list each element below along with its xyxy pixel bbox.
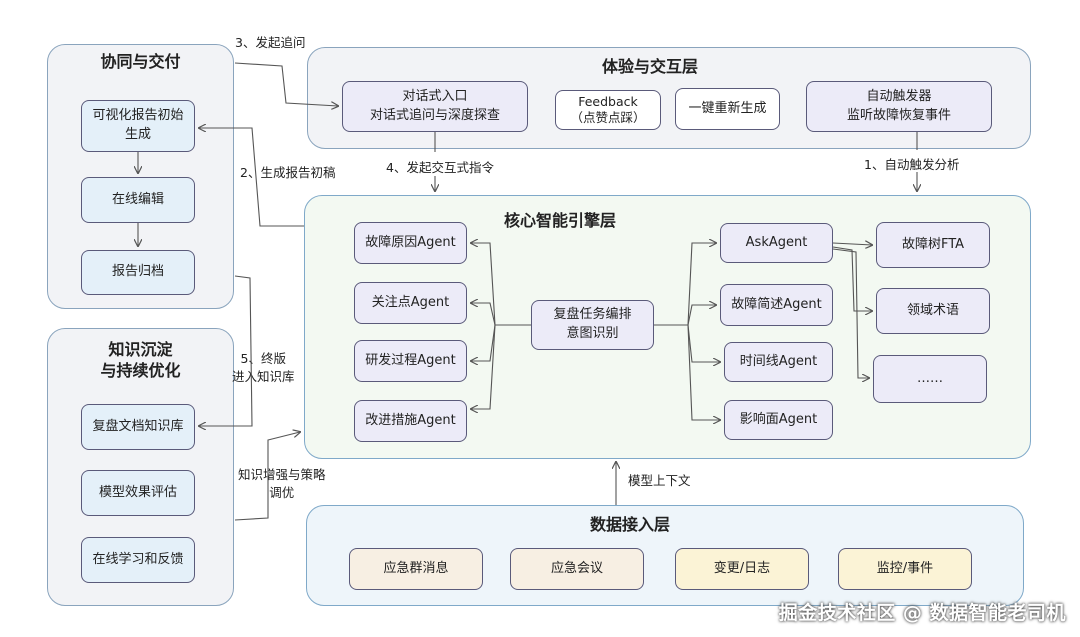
dialog-entry-box: 对话式入口 对话式追问与深度探查 xyxy=(342,81,528,132)
flow-step2-label: 2、生成报告初稿 xyxy=(240,165,336,180)
flow-step1-label: 1、自动触发分析 xyxy=(864,157,960,172)
feedback-box: Feedback （点赞点踩） xyxy=(555,90,661,130)
agent-improvement: 改进措施Agent xyxy=(354,400,467,442)
report-init-box: 可视化报告初始 生成 xyxy=(81,100,195,152)
tool-more: …… xyxy=(873,355,987,403)
flow-context-label: 模型上下文 xyxy=(628,473,691,488)
tool-fta: 故障树FTA xyxy=(876,222,990,268)
watermark: 掘金技术社区 @ 数据智能老司机 xyxy=(778,602,1066,624)
review-kb-box: 复盘文档知识库 xyxy=(81,404,195,450)
flow-step5-label: 5、终版 进入知识库 xyxy=(232,351,295,384)
flow-enhance-label: 知识增强与策略 调优 xyxy=(238,467,326,500)
orchestrator-box: 复盘任务编排 意图识别 xyxy=(531,300,654,350)
online-learning-box: 在线学习和反馈 xyxy=(81,537,195,583)
data-title: 数据接入层 xyxy=(589,515,670,534)
agent-focus: 关注点Agent xyxy=(354,282,467,324)
source-change-log: 变更/日志 xyxy=(675,548,809,590)
source-monitor-event: 监控/事件 xyxy=(838,548,972,590)
source-emergency-chat: 应急群消息 xyxy=(349,548,483,590)
experience-title: 体验与交互层 xyxy=(601,57,698,76)
agent-cause: 故障原因Agent xyxy=(354,222,467,264)
agent-timeline: 时间线Agent xyxy=(724,342,833,382)
agent-ask: AskAgent xyxy=(720,223,833,263)
agent-summary: 故障简述Agent xyxy=(720,284,833,326)
report-archive-box: 报告归档 xyxy=(81,250,195,295)
flow-step3-label: 3、发起追问 xyxy=(235,35,306,50)
source-emergency-meeting: 应急会议 xyxy=(510,548,644,590)
collab-title: 协同与交付 xyxy=(100,52,181,71)
regenerate-box: 一键重新生成 xyxy=(675,88,780,130)
agent-impact: 影响面Agent xyxy=(724,400,833,440)
knowledge-title: 知识沉淀 与持续优化 xyxy=(100,340,181,380)
auto-trigger-box: 自动触发器 监听故障恢复事件 xyxy=(806,81,992,132)
agent-dev-process: 研发过程Agent xyxy=(354,340,467,382)
flow-step4-label: 4、发起交互式指令 xyxy=(386,160,494,175)
online-edit-box: 在线编辑 xyxy=(81,177,195,223)
model-eval-box: 模型效果评估 xyxy=(81,470,195,516)
core-title: 核心智能引擎层 xyxy=(503,211,616,230)
tool-terms: 领域术语 xyxy=(876,288,990,334)
